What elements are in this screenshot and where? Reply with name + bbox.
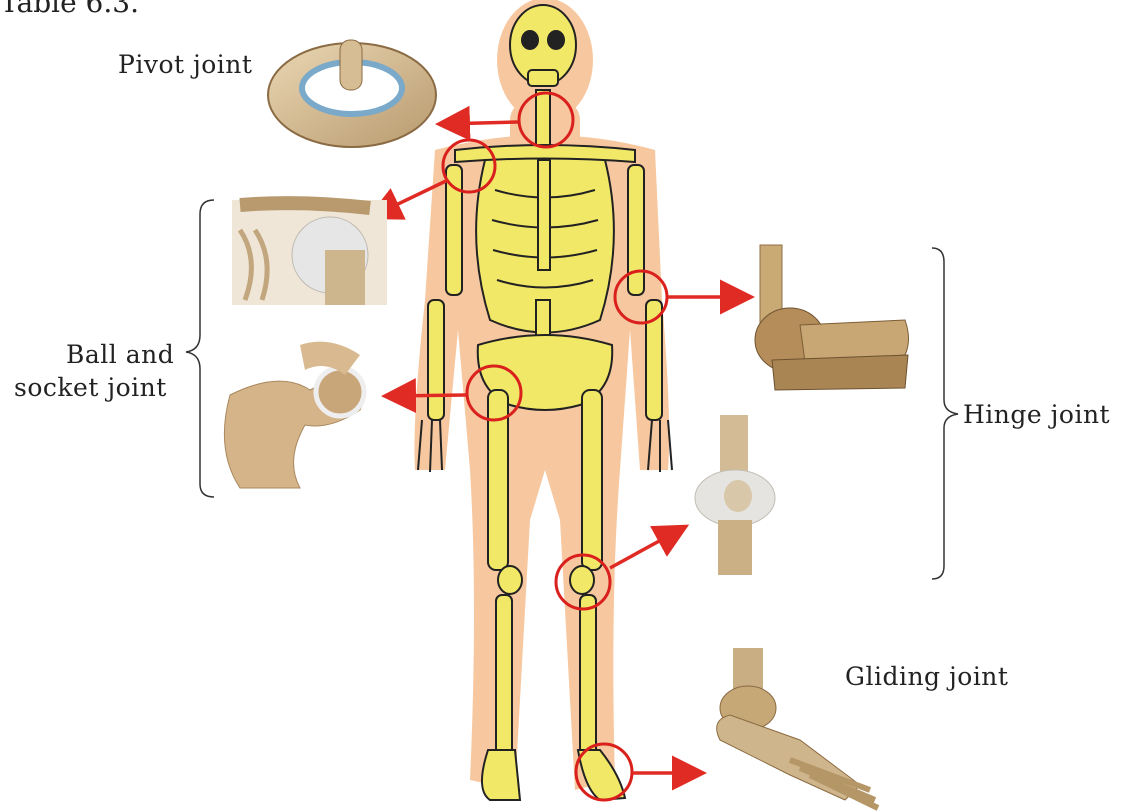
left-humerus	[446, 165, 462, 295]
sternum	[538, 160, 550, 270]
left-brace	[186, 200, 214, 497]
shoulder-joint-illustration	[232, 200, 387, 305]
hip-joint-illustration	[224, 342, 364, 488]
hip-arrow	[388, 395, 466, 396]
knee-arrow	[610, 528, 683, 568]
hinge-joint-label: Hinge joint	[963, 400, 1110, 429]
pivot-arrow	[442, 122, 518, 124]
right-humerus	[628, 165, 644, 295]
right-tibia	[580, 595, 596, 755]
elbow-joint-illustration	[755, 245, 909, 390]
left-foot	[482, 750, 520, 800]
socket-joint-label: socket joint	[14, 373, 167, 402]
left-forearm	[428, 300, 444, 420]
pivot-joint-label: Pivot joint	[118, 50, 252, 79]
pivot-joint-illustration	[268, 40, 436, 147]
knee-joint-illustration	[695, 415, 775, 575]
right-femur	[582, 390, 602, 570]
cervical-spine	[536, 90, 550, 150]
ball-and-label: Ball and	[66, 340, 174, 369]
right-brace	[932, 248, 958, 579]
gliding-joint-label: Gliding joint	[845, 662, 1008, 691]
left-tibia	[496, 595, 512, 755]
